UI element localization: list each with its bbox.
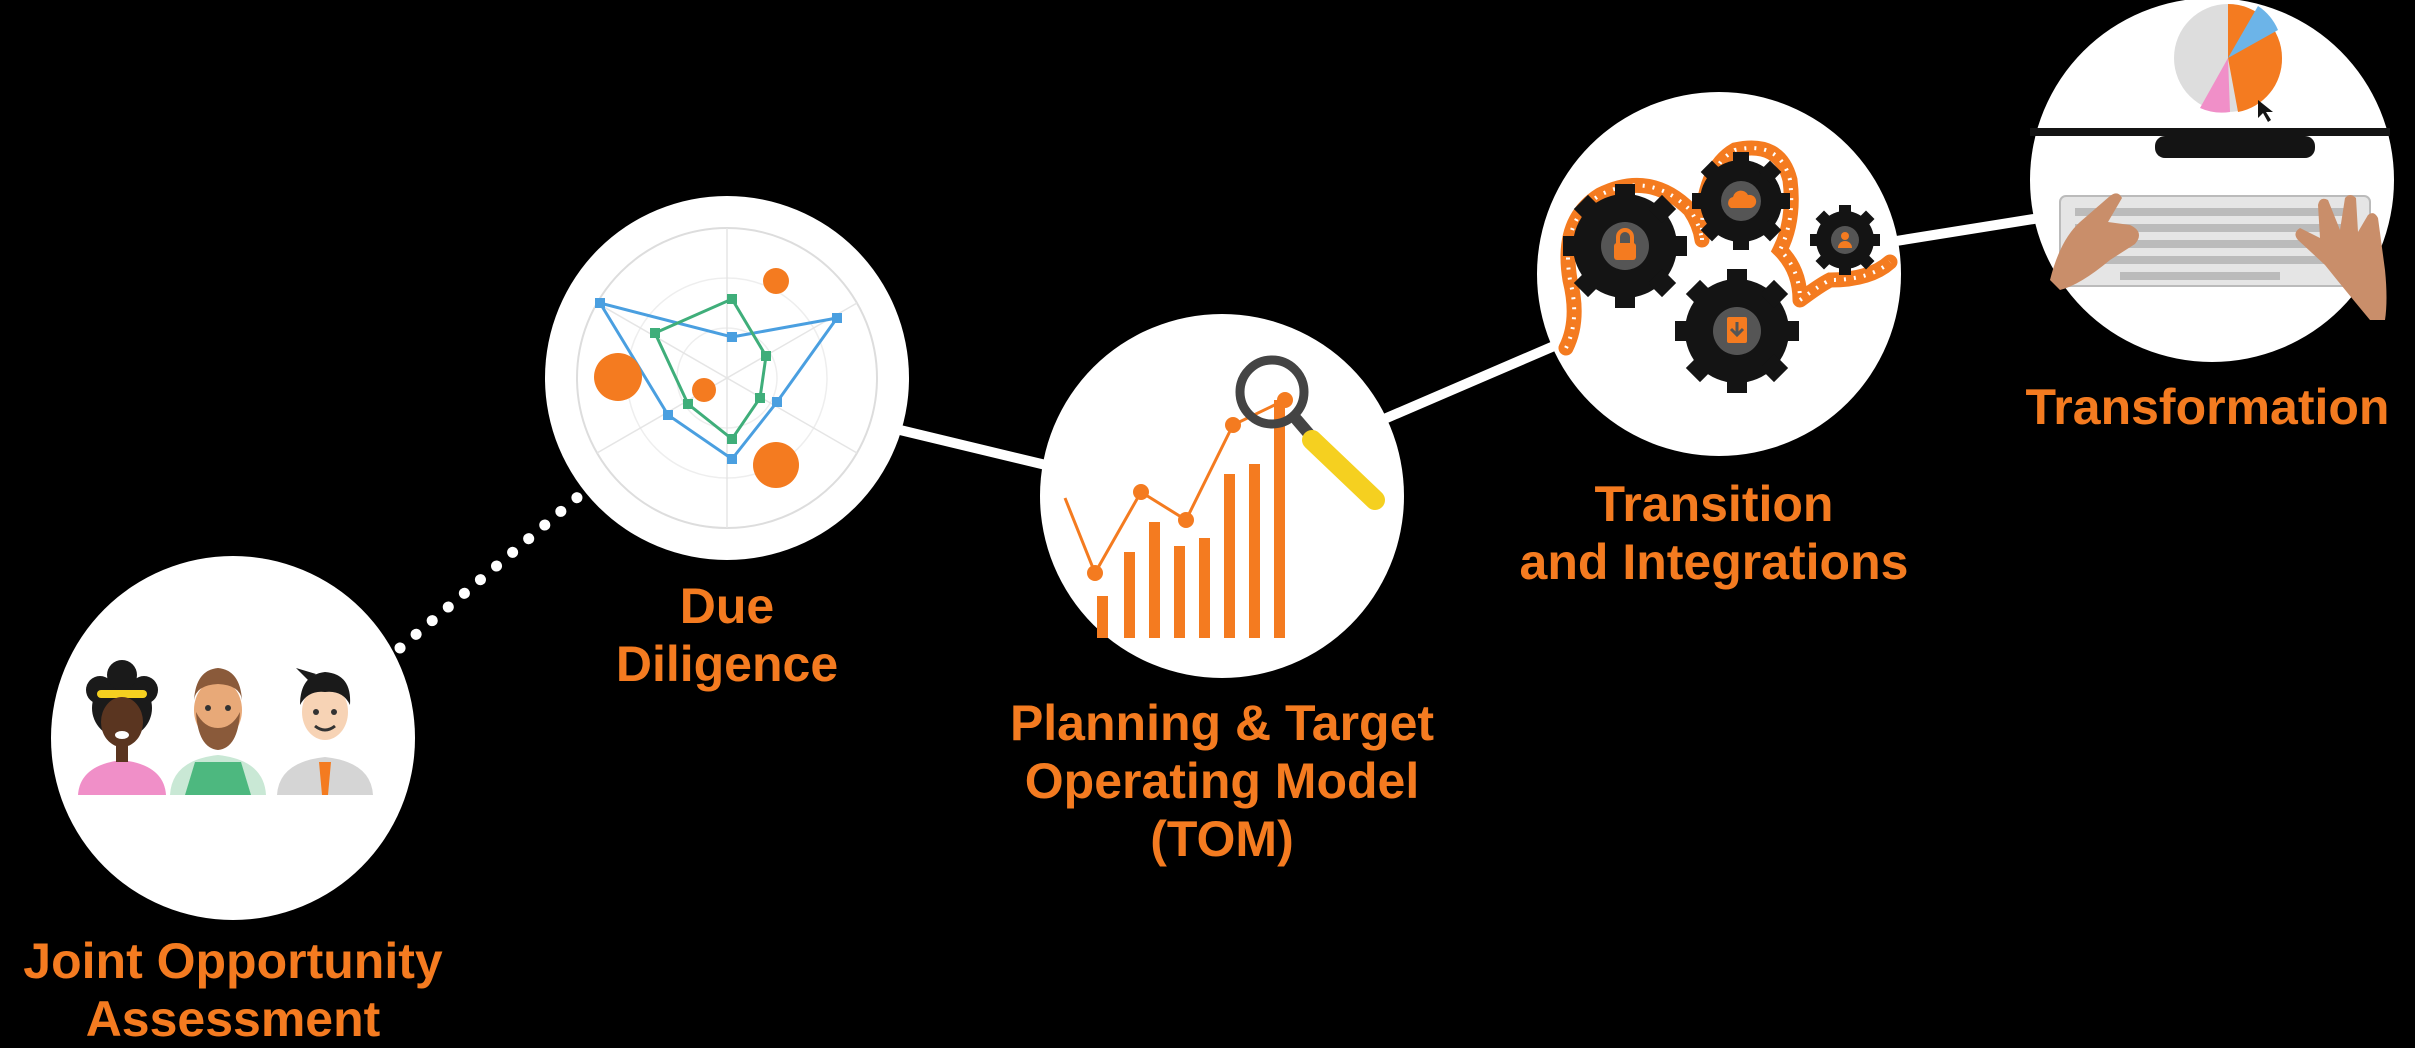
gears-icon	[1558, 140, 1898, 393]
growth-chart-magnifier-icon	[1063, 355, 1385, 638]
connector-transition-transformation	[1889, 213, 2041, 247]
gear-cloud-icon	[1692, 152, 1790, 250]
label-joint-opportunity-assessment: Joint Opportunity Assessment	[0, 932, 466, 1048]
label-line: Diligence	[615, 636, 839, 692]
label-line: Operating Model	[1024, 753, 1420, 809]
label-line: Assessment	[85, 991, 381, 1047]
roadmap-path	[394, 213, 2041, 654]
pie-on-screen-icon	[2174, 4, 2283, 122]
dotted-connector	[394, 484, 592, 654]
label-line: and Integrations	[1519, 534, 1909, 590]
step-circle-due-diligence	[545, 196, 909, 560]
label-transition-and-integrations: Transition and Integrations	[1484, 475, 1944, 591]
step-circle-joint-opportunity-assessment	[51, 556, 415, 920]
radar-chart-icon	[576, 227, 878, 529]
label-due-diligence: Due Diligence	[560, 577, 894, 693]
label-line: Due	[679, 578, 775, 634]
people-icon	[78, 660, 373, 795]
person-woman-icon	[78, 660, 166, 795]
person-bearded-man-icon	[170, 668, 266, 795]
step-circle-transformation	[2030, 0, 2394, 362]
gear-lock-icon	[1563, 184, 1687, 308]
label-line: Transition	[1594, 476, 1834, 532]
label-line: Joint Opportunity	[23, 933, 443, 989]
connector-planning-transition	[1380, 335, 1570, 425]
step-circle-planning-target-operating-model	[1040, 314, 1404, 678]
label-line: (TOM)	[1150, 811, 1294, 867]
laptop-keyboard-icon	[2030, 4, 2390, 320]
step-circle-transition-and-integrations	[1537, 92, 1901, 456]
person-man-tie-icon	[277, 668, 373, 795]
gear-user-icon	[1810, 205, 1880, 275]
label-transformation: Transformation	[2000, 378, 2415, 436]
connector-due-diligence-planning	[898, 425, 1052, 471]
label-planning-target-operating-model: Planning & Target Operating Model (TOM)	[972, 694, 1472, 868]
label-line: Transformation	[2025, 379, 2390, 435]
gear-download-icon	[1675, 269, 1799, 393]
label-line: Planning & Target	[1009, 695, 1435, 751]
